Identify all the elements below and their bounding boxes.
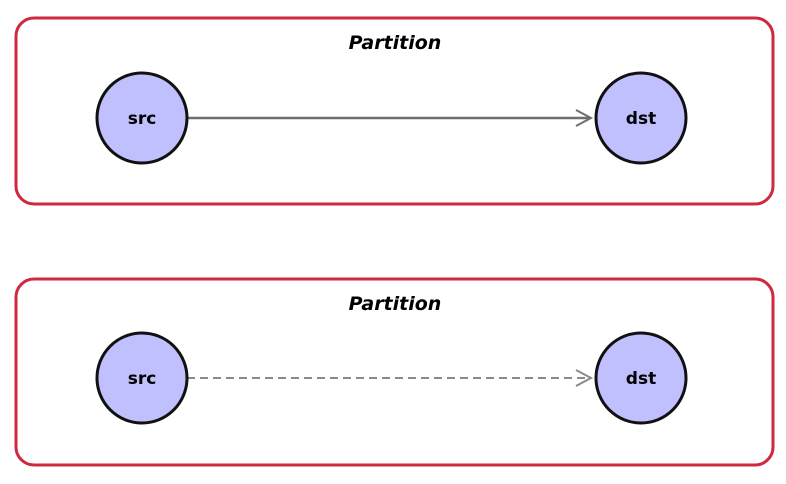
partition-1-source-circle [95, 71, 189, 165]
partition-2-target-label: dst [626, 369, 656, 389]
partition-1-source-label: src [128, 109, 157, 129]
partition-2-source-label: src [128, 369, 157, 389]
partition-2: Partition src dst [14, 277, 775, 467]
partition-2-box [14, 277, 775, 467]
partition-1-target-node: dst [594, 71, 688, 165]
partition-1-arrowhead [575, 109, 594, 127]
partition-2-target-circle [594, 331, 688, 425]
partition-2-source-circle [95, 331, 189, 425]
partition-1: Partition src dst [14, 16, 775, 206]
partition-1-target-label: dst [626, 109, 656, 129]
partition-2-arrowhead [575, 369, 594, 387]
partition-2-title: Partition [349, 293, 442, 315]
partition-2-source-node: src [95, 331, 189, 425]
partition-2-target-node: dst [594, 331, 688, 425]
partition-1-source-node: src [95, 71, 189, 165]
partition-1-box [14, 16, 775, 206]
partition-1-title: Partition [349, 32, 442, 54]
partition-1-target-circle [594, 71, 688, 165]
